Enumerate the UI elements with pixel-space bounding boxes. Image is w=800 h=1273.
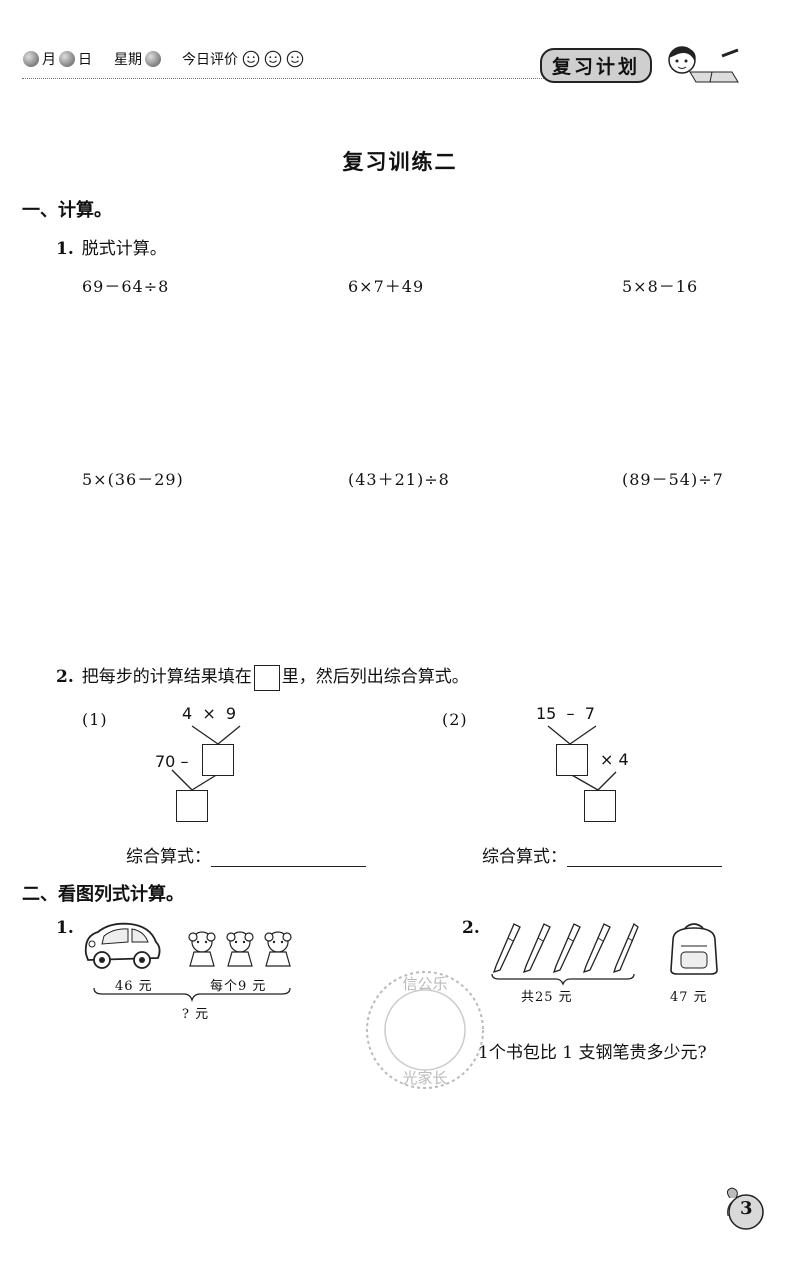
month-dot-icon bbox=[23, 51, 39, 67]
q1-brace bbox=[93, 987, 291, 1003]
expr-4: 5×(36－29) bbox=[82, 470, 184, 489]
svg-text:信公乐: 信公乐 bbox=[402, 975, 447, 993]
part1-label: (1) bbox=[82, 710, 108, 729]
part1-tree-lines bbox=[171, 725, 241, 791]
q2-text-after: 里，然后列出综合算式。 bbox=[281, 667, 469, 687]
doll-price: 每个9 元 bbox=[210, 979, 267, 994]
q2-brace bbox=[491, 973, 635, 986]
day-dot-icon bbox=[59, 51, 75, 67]
smiley-icon bbox=[264, 50, 282, 68]
smiley-icon bbox=[242, 50, 260, 68]
q2-prompt: 2. 把每步的计算结果填在 里，然后列出综合算式。 bbox=[56, 662, 469, 691]
smiley-icon bbox=[286, 50, 304, 68]
day-label: 日 bbox=[78, 52, 92, 68]
page-number: 3 bbox=[740, 1198, 753, 1219]
total-unknown: ? 元 bbox=[182, 1007, 210, 1022]
combined-label: 综合算式： bbox=[126, 847, 211, 867]
svg-text:光家长: 光家长 bbox=[402, 1069, 447, 1087]
weekday-dot-icon bbox=[145, 51, 161, 67]
part2-step2-box[interactable] bbox=[584, 790, 616, 822]
s2-q2-number: 2. bbox=[462, 918, 488, 938]
banner: 复习计划 bbox=[540, 42, 742, 88]
inline-answer-box bbox=[253, 664, 280, 691]
part1-answer-line[interactable] bbox=[211, 846, 366, 867]
expr-6: (89－54)÷7 bbox=[622, 470, 724, 489]
part2-answer-line[interactable] bbox=[567, 846, 722, 867]
pens-icon bbox=[492, 922, 639, 974]
backpack-icon bbox=[670, 923, 718, 975]
month-label: 月 bbox=[42, 52, 56, 68]
q2-text-before: 把每步的计算结果填在 bbox=[81, 667, 252, 687]
expr-5: (43＋21)÷8 bbox=[348, 470, 450, 489]
dolls-icon bbox=[188, 931, 292, 967]
q1-number: 1. bbox=[56, 239, 74, 259]
header-divider bbox=[22, 78, 582, 79]
reading-girl-icon bbox=[668, 46, 739, 83]
part1-side-expr: 70 – bbox=[155, 752, 189, 771]
car-price: 46 元 bbox=[115, 979, 153, 994]
s2-q2-num: 2. bbox=[462, 918, 480, 938]
combined-label: 综合算式： bbox=[482, 847, 567, 867]
s2-q1-number: 1. bbox=[56, 918, 82, 938]
part1-step1-box[interactable] bbox=[202, 744, 234, 776]
part2-top-expr: 15 – 7 bbox=[536, 704, 595, 723]
pens-total: 共25 元 bbox=[521, 990, 573, 1005]
page-title: 复习训练二 bbox=[342, 149, 458, 174]
part2-label: (2) bbox=[442, 710, 468, 729]
page-number-badge-icon bbox=[726, 1187, 764, 1230]
part1-top-expr: 4 × 9 bbox=[182, 704, 237, 723]
expr-2: 6×7＋49 bbox=[348, 277, 425, 296]
part1-combined: 综合算式： bbox=[126, 842, 366, 867]
expr-1: 69－64÷8 bbox=[82, 277, 170, 296]
part2-side-expr: × 4 bbox=[600, 750, 629, 769]
part1-step2-box[interactable] bbox=[176, 790, 208, 822]
q1-prompt: 1. 脱式计算。 bbox=[56, 234, 167, 259]
part2-step1-box[interactable] bbox=[556, 744, 588, 776]
bag-price: 47 元 bbox=[670, 990, 708, 1005]
q2-question: 1个书包比 1 支钢笔贵多少元? bbox=[478, 1043, 707, 1063]
rating-label: 今日评价 bbox=[182, 52, 238, 68]
weekday-label: 星期 bbox=[114, 52, 142, 68]
q1-text: 脱式计算。 bbox=[81, 239, 167, 259]
toy-car-icon bbox=[84, 922, 161, 969]
section2-heading: 二、看图列式计算。 bbox=[22, 884, 184, 905]
section1-heading: 一、计算。 bbox=[22, 200, 112, 221]
header-bar: 月 日 星期 今日评价 bbox=[20, 44, 304, 74]
part2-tree-lines bbox=[547, 725, 617, 791]
q2-number: 2. bbox=[56, 667, 74, 687]
banner-title: 复习计划 bbox=[540, 47, 653, 83]
s2-q1-num: 1. bbox=[56, 918, 74, 938]
watermark-stamp-icon: 信公乐 光家长 bbox=[366, 971, 484, 1089]
expr-3: 5×8－16 bbox=[622, 277, 699, 296]
part2-combined: 综合算式： bbox=[482, 842, 722, 867]
